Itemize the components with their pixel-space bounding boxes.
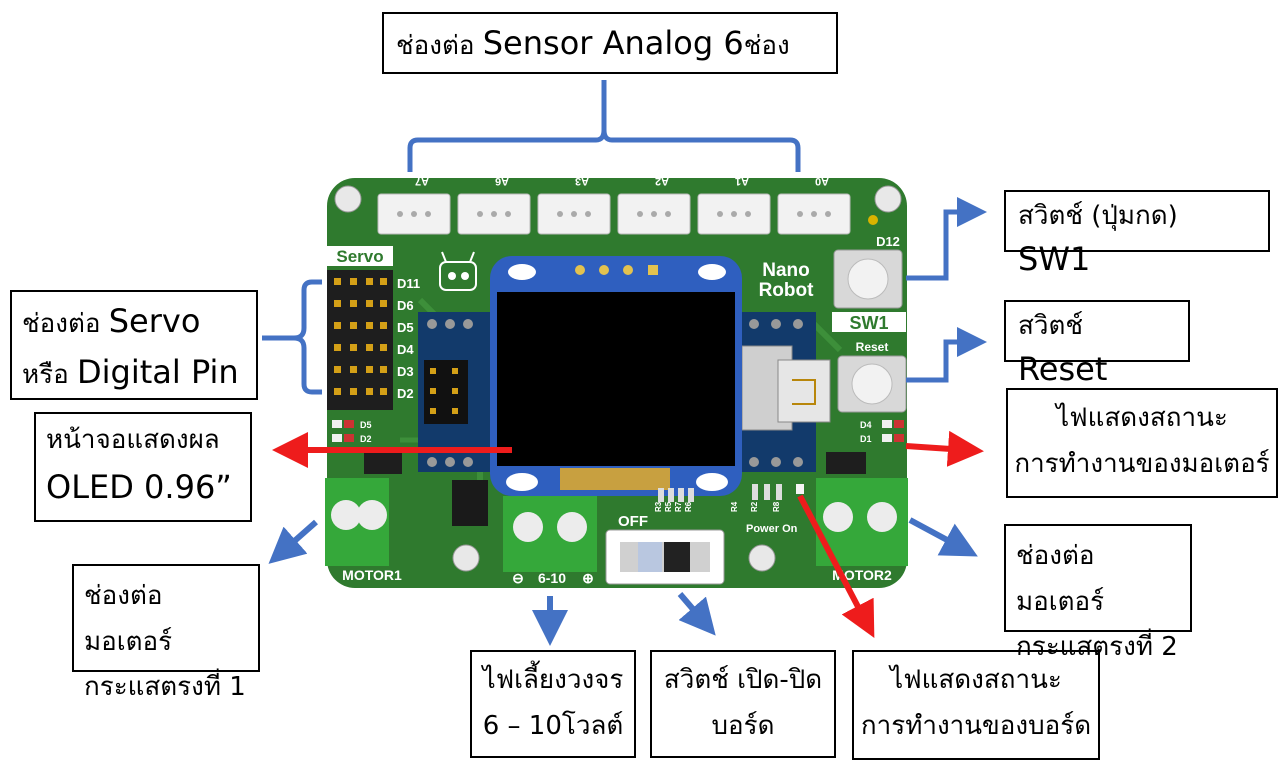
power-label-line1: ไฟเลี้ยงวงจร — [482, 665, 624, 695]
oled-label: หน้าจอแสดงผล OLED 0.96” — [34, 412, 252, 522]
reset-button[interactable]: Reset — [837, 340, 907, 413]
power-switch[interactable]: OFF — [605, 513, 725, 585]
resistor-label-r6: R6 — [684, 501, 693, 512]
reset-board-label: Reset — [856, 340, 889, 354]
led-label-d5: D5 — [360, 420, 372, 430]
servo-bracket — [262, 279, 322, 395]
digital-pin-label-main: Digital Pin — [76, 353, 239, 392]
digital-pin-label-prefix: หรือ — [22, 360, 77, 391]
reset-switch-label: สวิตช์ Reset — [1004, 300, 1190, 388]
power-polarity-icon-plus: ⊕ — [582, 570, 594, 586]
sensor-analog-label: ช่องต่อ Sensor Analog 6ช่อง — [382, 12, 838, 74]
switch-arrow — [677, 592, 716, 636]
servo-label: ช่องต่อ Servo หรือ Digital Pin — [10, 290, 258, 400]
motor1-terminal: MOTOR1 — [325, 478, 402, 583]
power-terminal: 6-10 ⊖ ⊕ — [503, 496, 597, 586]
board-status-led-label: ไฟแสดงสถานะ การทำงานของบอร์ด — [852, 650, 1100, 760]
board-name-line2: Robot — [759, 280, 815, 301]
oled-label-line1: หน้าจอแสดงผล — [46, 425, 220, 455]
motorled-label-line1: ไฟแสดงสถานะ — [1056, 403, 1228, 433]
onoff-label-line2: บอร์ด — [711, 710, 775, 741]
motor2-board-label: MOTOR2 — [832, 567, 892, 583]
analog-sensor-ports: A7 A6 A3 A2 A1 A0 — [377, 175, 851, 235]
sw1-connector — [906, 197, 987, 281]
on-off-switch-label: สวิตช์ เปิด-ปิด บอร์ด — [650, 650, 836, 758]
motor2-label-line2: กระแสตรงที่ 2 — [1016, 632, 1178, 662]
motor-status-leds: D5 D2 D4 D1 — [332, 420, 904, 444]
reset-connector — [906, 327, 987, 383]
servo-label-prefix: ช่องต่อ — [22, 309, 109, 339]
usb-module — [740, 312, 831, 472]
motor1-arrow — [268, 519, 318, 564]
sw1-board-label: SW1 — [849, 313, 888, 333]
pin-label-d3: D3 — [397, 364, 414, 379]
resistor-array: R3 R5 R7 R6 R4 R2 R8 Power On — [654, 484, 804, 535]
board-led-arrow — [797, 494, 875, 638]
power-input-label: 6-10 — [538, 570, 566, 586]
power-label-line2: 6 – 10โวลต์ — [482, 710, 624, 741]
sw1-button[interactable]: D12 SW1 — [832, 234, 906, 333]
sensor-bracket — [407, 80, 801, 172]
sensor-label-suffix: ช่อง — [743, 31, 790, 61]
led-label-d1: D1 — [860, 434, 872, 444]
motor-status-led-label: ไฟแสดงสถานะ การทำงานของมอเตอร์ — [1006, 388, 1278, 498]
resistor-label-r7: R7 — [674, 501, 683, 512]
motor2-label: ช่องต่อมอเตอร์ กระแสตรงที่ 2 — [1004, 524, 1192, 662]
motor-led-arrow — [905, 430, 984, 467]
servo-label-main: Servo — [108, 302, 201, 340]
led-label-d4: D4 — [860, 420, 872, 430]
power-on-label: Power On — [746, 523, 798, 535]
motor1-label: ช่องต่อมอเตอร์ กระแสตรงที่ 1 — [72, 564, 260, 702]
sw1-label-prefix: สวิตช์ (ปุ่มกด) — [1018, 201, 1178, 231]
left-module — [418, 312, 494, 472]
off-label: OFF — [618, 513, 648, 530]
resistor-label-r8: R8 — [772, 501, 781, 512]
led-label-d2: D2 — [360, 434, 372, 444]
sw1-switch-label: สวิตช์ (ปุ่มกด) SW1 — [1004, 190, 1270, 278]
motor2-arrow — [908, 517, 978, 557]
port-label-a2: A2 — [655, 175, 669, 187]
motor1-label-line1: ช่องต่อมอเตอร์ — [84, 581, 173, 657]
power-supply-label: ไฟเลี้ยงวงจร 6 – 10โวลต์ — [470, 650, 636, 758]
motorled-label-line2: การทำงานของมอเตอร์ — [1014, 448, 1270, 479]
pin-label-d2: D2 — [397, 386, 414, 401]
port-label-a6: A6 — [495, 175, 509, 187]
port-label-a1: A1 — [735, 175, 749, 187]
resistor-label-r3: R3 — [654, 501, 663, 512]
oled-label-line2: OLED 0.96” — [46, 467, 232, 506]
resistor-label-r4: R4 — [730, 501, 739, 512]
reset-label-main: Reset — [1018, 349, 1108, 388]
onoff-label-line1: สวิตช์ เปิด-ปิด — [663, 665, 823, 695]
port-label-a3: A3 — [575, 175, 589, 187]
power-polarity-icon: ⊖ — [512, 570, 524, 586]
port-label-a0: A0 — [815, 175, 829, 187]
pin-label-d11: D11 — [397, 276, 420, 291]
resistor-label-r5: R5 — [664, 501, 673, 512]
board-name-line1: Nano — [762, 260, 810, 281]
motor1-label-line2: กระแสตรงที่ 1 — [84, 672, 246, 702]
reset-label-prefix: สวิตช์ — [1018, 311, 1083, 341]
d12-label: D12 — [876, 234, 900, 249]
resistor-label-r2: R2 — [750, 501, 759, 512]
sensor-label-prefix: ช่องต่อ — [396, 31, 483, 61]
boardled-label-line1: ไฟแสดงสถานะ — [890, 665, 1062, 695]
sw1-label-main: SW1 — [1018, 239, 1091, 278]
pin-label-d4: D4 — [397, 342, 414, 357]
port-label-a7: A7 — [415, 175, 429, 187]
motor2-label-line1: ช่องต่อมอเตอร์ — [1016, 541, 1105, 617]
boardled-label-line2: การทำงานของบอร์ด — [860, 710, 1092, 741]
oled-display — [490, 256, 742, 496]
pin-label-d6: D6 — [397, 298, 414, 313]
servo-header-label: Servo — [336, 247, 383, 266]
servo-header: Servo D11 D6 D5 D4 D3 D2 — [327, 246, 420, 410]
motor1-board-label: MOTOR1 — [342, 567, 402, 583]
pin-label-d5: D5 — [397, 320, 414, 335]
robot-logo-icon — [439, 251, 477, 291]
sensor-label-main: Sensor Analog 6 — [482, 24, 744, 62]
